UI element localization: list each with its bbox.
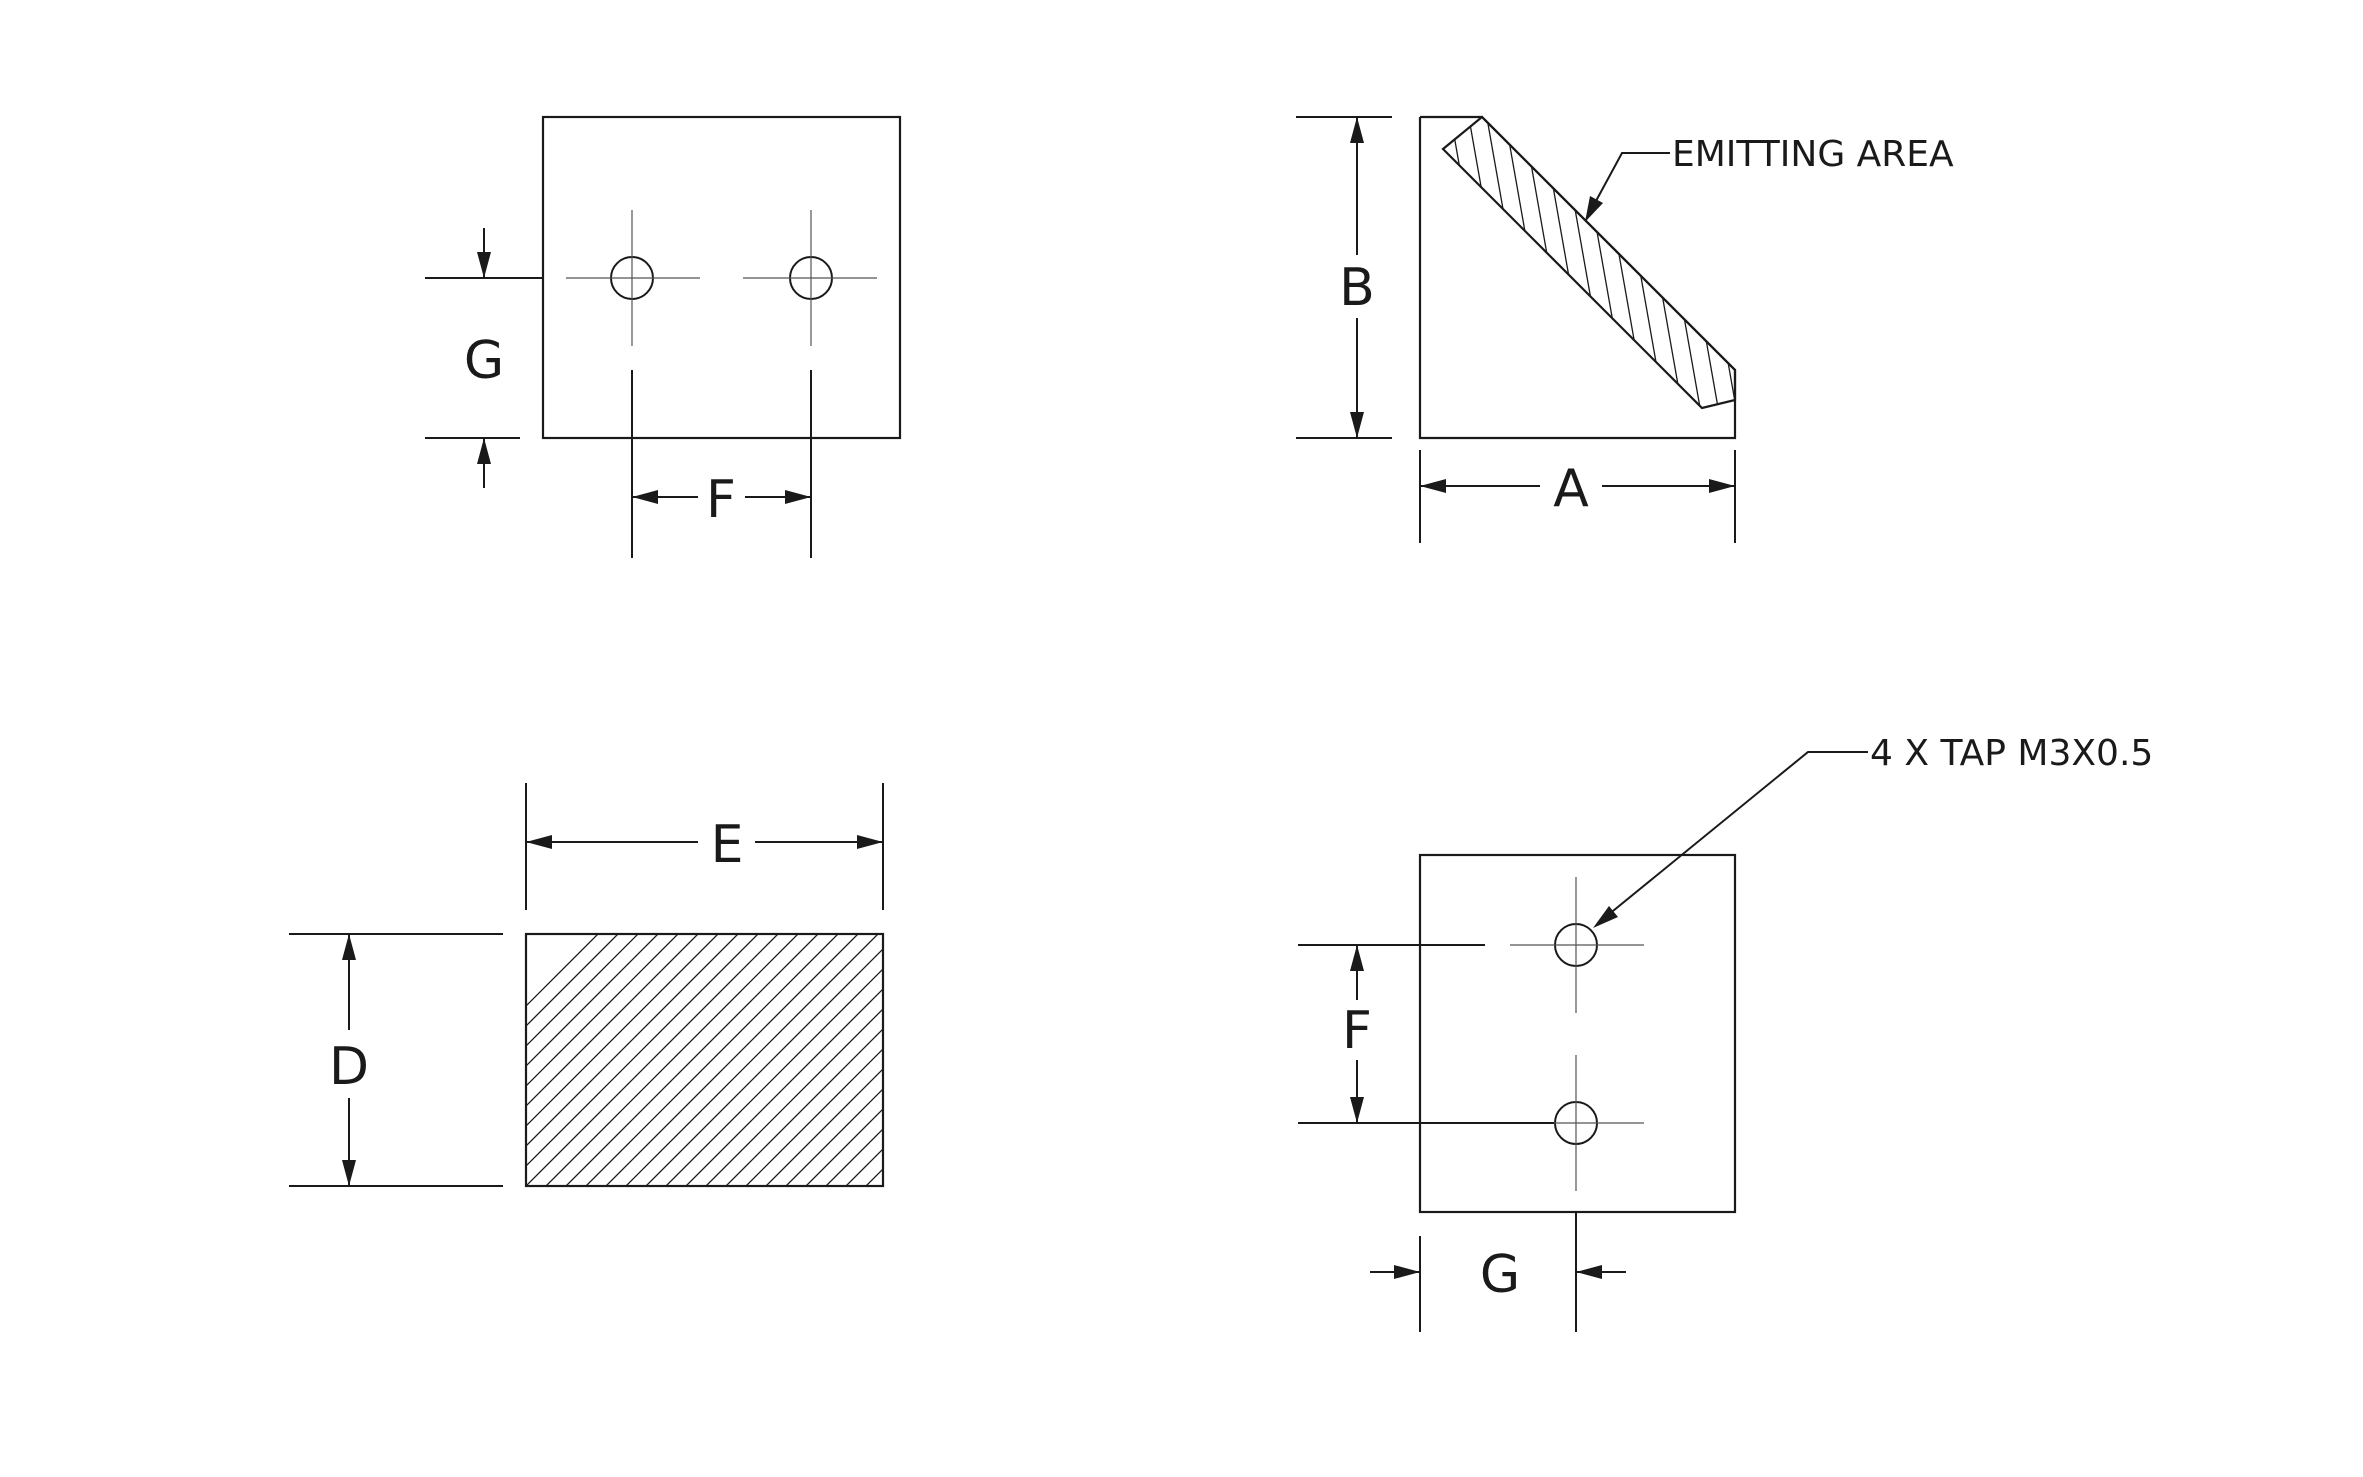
dimension-e-horizontal: E (525, 783, 884, 910)
dim-label-d: D (329, 1037, 369, 1097)
note-tap: 4 X TAP M3X0.5 (1870, 733, 2153, 774)
dimension-g-vertical: G (425, 228, 543, 488)
emitting-area-outline (1441, 115, 1737, 410)
hole-right (743, 210, 877, 346)
tap-note-leader: 4 X TAP M3X0.5 (1593, 733, 2153, 928)
view-bottom-left: E D (289, 783, 885, 1188)
dimension-f-vertical: F (1298, 944, 1554, 1124)
dimension-b-vertical: B (1296, 116, 1392, 439)
dim-label-g: G (1480, 1245, 1520, 1305)
hole-left (566, 210, 700, 346)
dim-label-g: G (464, 331, 504, 391)
dim-label-f: F (1342, 1001, 1372, 1061)
dim-label-e: E (711, 815, 744, 875)
dimension-d-vertical: D (289, 933, 503, 1187)
part-outline (1418, 853, 1737, 1214)
dimension-f-horizontal: F (631, 370, 812, 558)
emitting-area-leader: EMITTING AREA (1585, 134, 1954, 222)
hatched-face (526, 934, 883, 1186)
view-top-left: G F (425, 115, 902, 558)
view-top-right: EMITTING AREA B A (1296, 115, 1954, 543)
dimension-g-horizontal: G (1370, 1212, 1626, 1332)
part-outline (1418, 115, 1737, 440)
dim-label-a: A (1553, 459, 1589, 519)
hole-upper (1510, 877, 1644, 1013)
dim-label-f: F (706, 470, 736, 530)
part-outline (524, 932, 885, 1188)
dim-label-b: B (1339, 258, 1375, 318)
dimension-a-horizontal: A (1419, 450, 1736, 543)
view-bottom-right: 4 X TAP M3X0.5 F G (1298, 733, 2153, 1332)
note-emitting-area: EMITTING AREA (1672, 134, 1954, 175)
